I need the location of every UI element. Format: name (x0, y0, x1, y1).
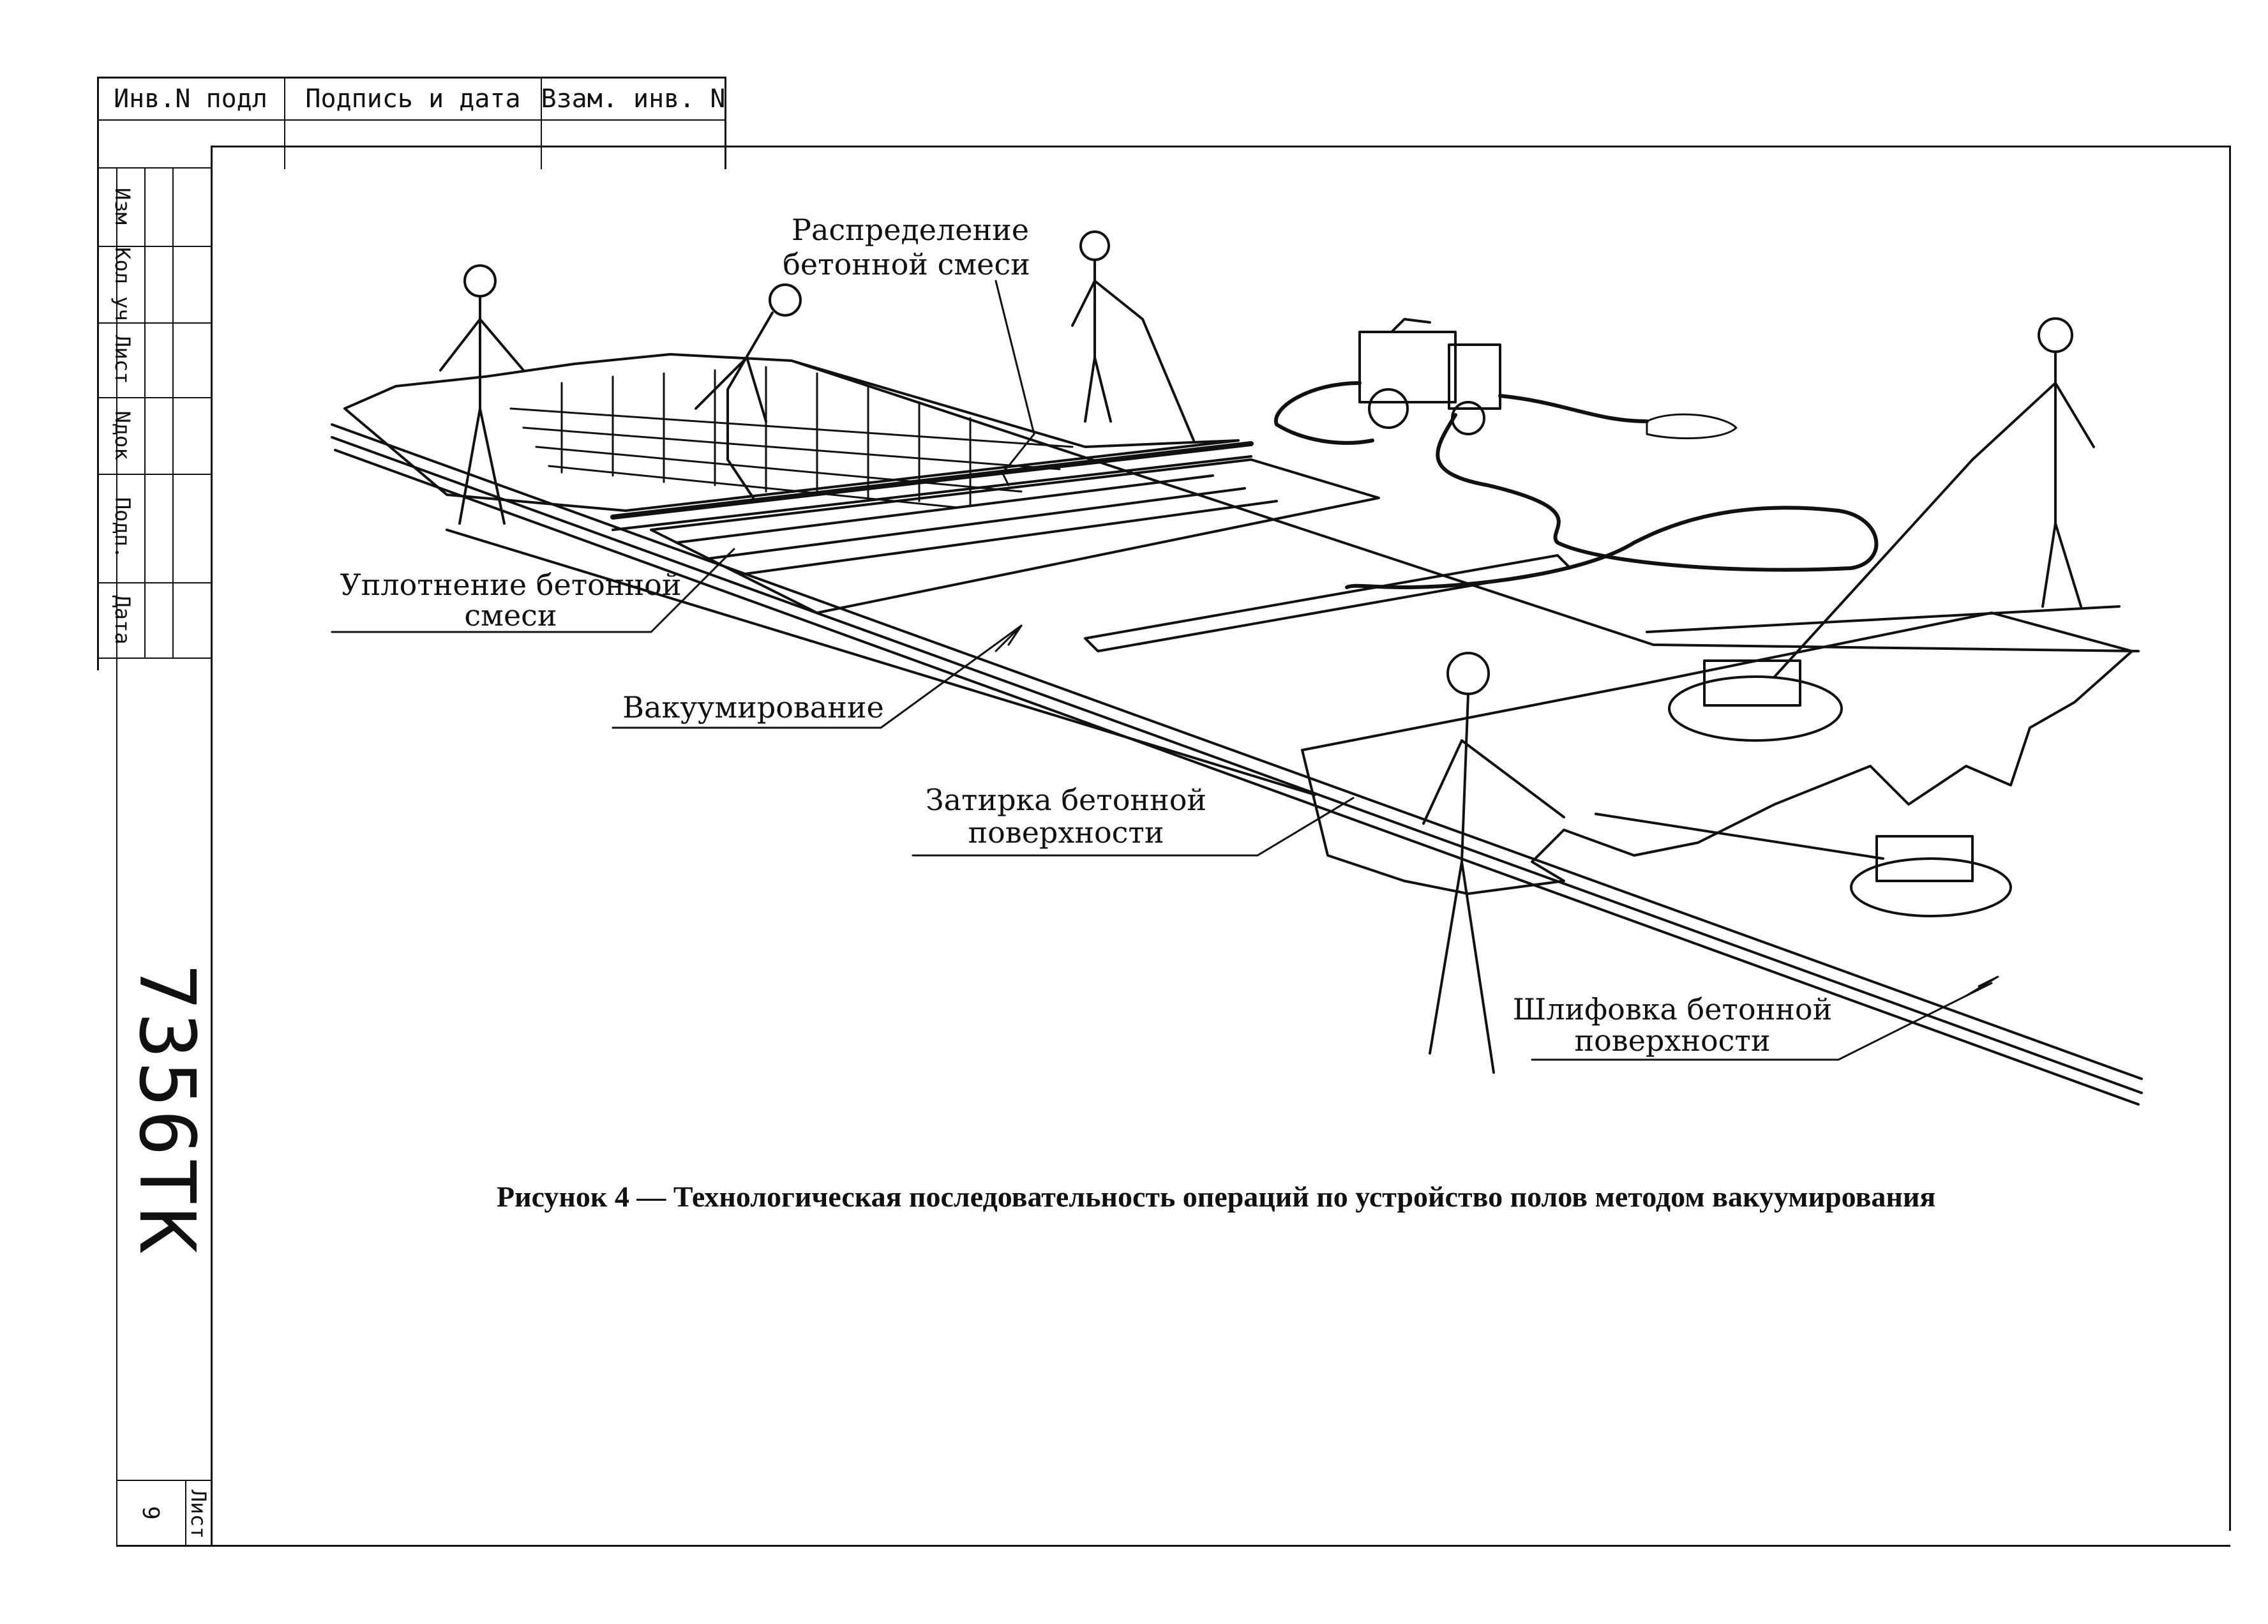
strip-row-1 (97, 246, 212, 247)
leader-grinding-arrow (1965, 975, 1999, 997)
vibro-screed-beam (610, 441, 1254, 520)
strip-sheet-divider (185, 1480, 186, 1546)
stamp-divider-2 (541, 77, 542, 169)
strip-row-5 (97, 582, 212, 583)
worker-trowel (1971, 317, 2095, 608)
slab-far-edge-2 (1646, 605, 2121, 633)
strip-row-6 (97, 658, 212, 659)
frame-inner-left (211, 146, 213, 1546)
worker-distribution (695, 283, 802, 499)
label-distribution-line1: Распределение (792, 213, 1029, 247)
strip-row-3 (97, 397, 212, 398)
vacuum-hose-3 (1345, 541, 1636, 589)
frame-left-strip (116, 167, 117, 1546)
label-compaction-line1: Уплотнение бетонной (340, 568, 682, 602)
label-troweling-line1: Затирка бетонной (925, 783, 1207, 817)
frame-top-left (97, 167, 212, 169)
water-puddle (1646, 413, 1738, 440)
stamp-inv-n-podl: Инв.N подл (114, 84, 267, 114)
stamp-border-mid (97, 119, 726, 121)
trowel-machine-1 (1668, 458, 1974, 742)
leader-distribution (995, 280, 1035, 486)
strip-row-4 (97, 474, 212, 475)
label-grinding-line1: Шлифовка бетонной (1512, 992, 1833, 1026)
rail-line-4 (446, 529, 1316, 796)
vacuum-mat (650, 458, 1380, 614)
grinding-machine (1595, 813, 2012, 917)
label-distribution-line2: бетонной смеси (783, 247, 1030, 282)
frame-left-outer (97, 77, 99, 670)
worker-compaction (439, 264, 525, 525)
figure-caption: Рисунок 4 — Технологическая последовател… (497, 1180, 1936, 1213)
rail-line-1 (331, 423, 2143, 1080)
stamp-border-top (97, 77, 726, 79)
stamp-vzam-inv-n: Взам. инв. N (541, 84, 726, 114)
slab-far-edge (790, 359, 2140, 652)
leader-vacuum-arrow (995, 624, 1023, 652)
worker-vacuum (1071, 230, 1195, 442)
frame-bottom (116, 1545, 2230, 1547)
label-troweling-line2: поверхности (968, 815, 1164, 850)
frame-right (2229, 146, 2231, 1531)
stamp-divider-1 (284, 77, 285, 169)
trowel-stripe (1084, 554, 1572, 652)
distribution-area-outline (343, 353, 1240, 512)
leader-trowel (912, 797, 1355, 857)
leader-vacuum (612, 624, 1023, 729)
label-compaction-line2: смеси (464, 598, 557, 633)
label-grinding-line2: поверхности (1574, 1023, 1771, 1058)
stamp-border-right (725, 77, 726, 169)
strip-row-sheet (116, 1480, 212, 1481)
strip-col-2 (172, 167, 174, 659)
rail-line-2 (331, 436, 2143, 1094)
finishing-zone-outline (1301, 612, 2133, 895)
strip-row-2 (97, 322, 212, 324)
vacuum-pump (1358, 318, 1501, 435)
stamp-podpis-i-data: Подпись и дата (305, 84, 521, 114)
rail-line-3 (334, 449, 2140, 1106)
worker-grinding (1422, 652, 1565, 1074)
strip-col-1 (144, 167, 146, 659)
vacuum-hose-2 (1436, 413, 1879, 572)
label-vacuuming: Вакуумирование (622, 690, 884, 725)
leader-grinding (1531, 982, 1993, 1061)
vacuum-hose-4 (1498, 394, 1649, 423)
leader-compaction (331, 548, 735, 633)
frame-top (211, 146, 2230, 147)
vacuum-hose (1273, 381, 1374, 445)
